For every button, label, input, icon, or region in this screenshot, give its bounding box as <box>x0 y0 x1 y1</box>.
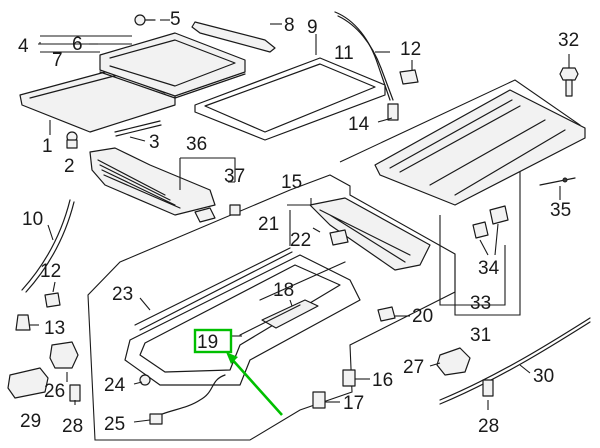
clip-22 <box>329 229 349 246</box>
leader-lines <box>29 19 570 423</box>
bracket-37 <box>194 204 241 223</box>
front-rail-21 <box>309 197 431 271</box>
callout-3: 3 <box>149 132 160 153</box>
motor-track-18 <box>261 299 319 329</box>
callout-28-right: 28 <box>478 416 499 437</box>
highlight-arrowhead-19 <box>226 352 238 364</box>
motor-27 <box>436 347 471 376</box>
wire-harness-25 <box>149 374 226 421</box>
callout-20: 20 <box>412 306 433 327</box>
callout-23: 23 <box>112 284 133 305</box>
callout-32: 32 <box>558 30 579 51</box>
screw-5 <box>134 14 156 26</box>
bolt-28-right <box>482 379 494 397</box>
bolt-28-left <box>69 384 81 402</box>
callout-1: 1 <box>42 136 53 157</box>
callout-21: 21 <box>258 214 279 235</box>
harness-25-connector <box>149 413 163 425</box>
callout-31: 31 <box>470 325 491 346</box>
callout-15: 15 <box>281 172 302 193</box>
clip-12-upper <box>399 69 419 85</box>
callout-13: 13 <box>44 318 65 339</box>
cable-35 <box>539 177 576 186</box>
bolt-2 <box>66 131 78 149</box>
seal-ring-9 <box>194 57 386 141</box>
glass-panel-6-inner <box>109 39 236 87</box>
seal-strip-3 <box>114 120 162 137</box>
callout-9: 9 <box>307 17 318 38</box>
callout-33: 33 <box>470 293 491 314</box>
motor-26 <box>49 341 79 369</box>
bracket-34 <box>472 205 509 239</box>
callout-30: 30 <box>533 366 554 387</box>
callout-35: 35 <box>550 200 571 221</box>
callout-26: 26 <box>44 381 65 402</box>
drain-hose-10b <box>25 201 75 293</box>
cable-30 <box>439 317 591 401</box>
frame-outline-33 <box>439 215 506 306</box>
sunroof-frame-rails <box>134 247 346 331</box>
drain-tube-11b <box>337 15 394 101</box>
callout-28-left: 28 <box>62 416 83 437</box>
callout-labels: 4 6 7 5 8 9 11 12 14 1 2 3 36 37 15 21 2… <box>18 9 579 437</box>
connector-14 <box>387 103 399 121</box>
callout-10: 10 <box>22 209 43 230</box>
callout-17: 17 <box>343 393 364 414</box>
callout-2: 2 <box>64 156 75 177</box>
clip-12-lower <box>44 292 61 308</box>
drain-hose-10 <box>21 199 71 291</box>
frame-outline-15 <box>87 174 456 441</box>
highlight-arrow-19 <box>229 356 283 416</box>
sunroof-frame-inner <box>139 264 341 373</box>
callout-8: 8 <box>284 15 295 36</box>
deflector-8 <box>191 21 276 53</box>
screw-17 <box>312 391 326 409</box>
callout-27: 27 <box>403 357 424 378</box>
callout-6: 6 <box>72 34 83 55</box>
callout-25: 25 <box>104 414 125 435</box>
glass-panel-6 <box>99 32 246 97</box>
callout-36: 36 <box>186 134 207 155</box>
shade-assembly-36 <box>89 147 216 216</box>
grommet-24 <box>139 374 151 386</box>
clip-20 <box>377 306 396 322</box>
callout-14: 14 <box>348 114 370 135</box>
bolt-32 <box>559 67 579 97</box>
connector-13 <box>15 314 31 331</box>
seal-ring-9-inner <box>204 63 376 133</box>
callout-7: 7 <box>52 50 63 71</box>
callout-16: 16 <box>372 370 393 391</box>
cable-30b <box>439 321 591 405</box>
drive-cable-19 <box>239 304 301 336</box>
callout-4: 4 <box>18 36 29 57</box>
callout-29: 29 <box>20 411 41 432</box>
glass-frame-7 <box>99 71 246 99</box>
callout-37: 37 <box>224 166 245 187</box>
callout-12-lower: 12 <box>40 261 61 282</box>
front-rail-21-detail <box>319 209 411 263</box>
rear-shade-31 <box>374 89 586 206</box>
callout-22: 22 <box>290 230 311 251</box>
callout-18: 18 <box>273 280 294 301</box>
cable-35-end <box>562 177 568 183</box>
callout-24: 24 <box>104 375 126 396</box>
callout-11: 11 <box>334 43 354 64</box>
callout-19: 19 <box>197 332 218 353</box>
shade-ribs-36 <box>97 159 181 209</box>
callout-34: 34 <box>478 258 500 279</box>
callout-12-upper: 12 <box>400 39 421 60</box>
highlight-box-19 <box>193 328 233 354</box>
rear-shade-31-ribs <box>389 99 566 196</box>
control-unit-29 <box>7 367 49 399</box>
sunroof-frame-outer <box>124 254 361 386</box>
screw-16 <box>342 369 356 387</box>
callout-5: 5 <box>170 9 181 30</box>
